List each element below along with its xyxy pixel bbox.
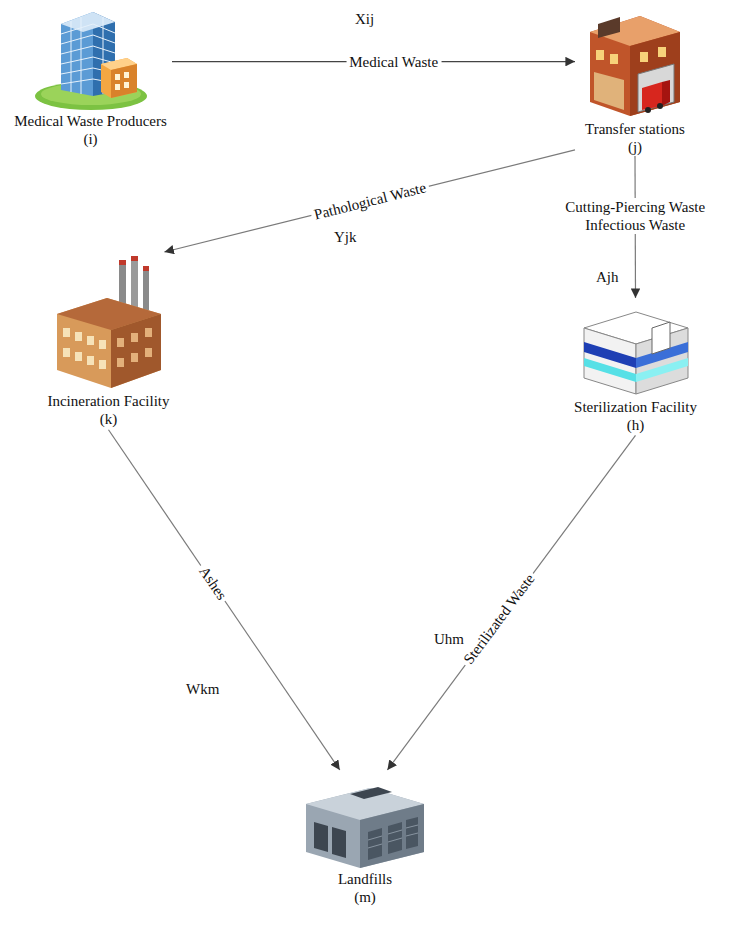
icon-part bbox=[590, 16, 680, 116]
icon-part bbox=[111, 314, 161, 388]
icon-part bbox=[145, 328, 152, 337]
facility-node: Medical Waste Producers(i) bbox=[9, 4, 172, 148]
icon-part bbox=[657, 103, 663, 109]
icon-part bbox=[61, 12, 115, 32]
icon-part bbox=[598, 17, 620, 38]
flow-label: Cutting-Piercing Waste Infectious Waste bbox=[550, 198, 721, 234]
icon-part bbox=[115, 74, 120, 80]
icon-part bbox=[63, 328, 106, 369]
icon-part bbox=[368, 825, 418, 848]
icon-part bbox=[368, 825, 418, 848]
icon-part bbox=[314, 822, 346, 858]
icon-part bbox=[584, 328, 636, 394]
hospital-icon bbox=[31, 4, 151, 112]
node-title: Transfer stations bbox=[575, 120, 695, 138]
icon-part bbox=[131, 353, 138, 362]
icon-part bbox=[119, 260, 126, 265]
icon-part bbox=[63, 328, 70, 337]
icon-part bbox=[117, 338, 124, 347]
icon-part bbox=[75, 332, 82, 341]
icon-part bbox=[642, 82, 662, 110]
node-title: Sterilization Facility bbox=[569, 398, 702, 416]
flow-arrow bbox=[387, 435, 635, 770]
icon-part bbox=[75, 352, 82, 361]
node-index: (k) bbox=[42, 410, 175, 428]
icon-part bbox=[596, 47, 666, 64]
icon-part bbox=[124, 82, 129, 88]
flow-label: Medical Waste bbox=[346, 53, 441, 71]
icon-part bbox=[652, 322, 670, 354]
icon-part bbox=[99, 340, 106, 349]
icon-part bbox=[630, 32, 680, 116]
icon-part bbox=[658, 47, 666, 57]
icon-part bbox=[61, 24, 93, 84]
flow-arrow bbox=[164, 150, 575, 252]
icon-part bbox=[306, 788, 424, 868]
icon-part bbox=[87, 356, 94, 365]
icon-part bbox=[143, 266, 149, 310]
flow-variable: Ajh bbox=[596, 268, 619, 286]
icon-part bbox=[388, 822, 402, 854]
icon-part bbox=[594, 72, 624, 110]
icon-part bbox=[584, 358, 636, 382]
icon-part bbox=[314, 822, 328, 852]
icon-part bbox=[115, 72, 129, 90]
icon-part bbox=[368, 817, 418, 860]
facility-node: Sterilization Facility(h) bbox=[569, 298, 702, 434]
icon-part bbox=[636, 358, 688, 382]
icon-part bbox=[638, 64, 674, 112]
landfill-icon bbox=[300, 770, 430, 870]
icon-part bbox=[101, 58, 137, 98]
flow-variable: Xij bbox=[355, 10, 374, 28]
icon-part bbox=[596, 50, 604, 60]
icon-part bbox=[57, 298, 161, 388]
icon-part bbox=[99, 360, 106, 369]
node-title: Landfills bbox=[295, 870, 435, 888]
icon-part bbox=[87, 336, 94, 345]
icon-part bbox=[662, 80, 670, 106]
node-index: (h) bbox=[569, 416, 702, 434]
flow-label: Ashes bbox=[193, 560, 232, 605]
flow-label: Pathological Waste bbox=[309, 178, 431, 225]
node-title: Incineration Facility bbox=[42, 392, 175, 410]
icon-part bbox=[645, 107, 651, 113]
icon-part bbox=[131, 256, 138, 261]
icon-part bbox=[124, 72, 129, 78]
sterilizer-icon bbox=[578, 298, 693, 398]
node-title: Medical Waste Producers bbox=[9, 112, 172, 130]
flow-variable: Uhm bbox=[434, 630, 464, 648]
icon-part bbox=[368, 828, 382, 860]
icon-part bbox=[117, 328, 152, 367]
node-index: (i) bbox=[9, 130, 172, 148]
incinerator-icon bbox=[49, 252, 169, 392]
flow-variable: Wkm bbox=[186, 680, 219, 698]
icon-part bbox=[131, 333, 138, 342]
icon-part bbox=[71, 17, 103, 94]
icon-part bbox=[350, 787, 392, 799]
icon-part bbox=[143, 266, 149, 271]
icon-part bbox=[63, 348, 70, 357]
node-index: (m) bbox=[295, 888, 435, 906]
icon-part bbox=[111, 64, 137, 98]
icon-part bbox=[145, 348, 152, 357]
flow-arrow bbox=[109, 430, 340, 770]
facility-node: Landfills(m) bbox=[295, 770, 435, 906]
icon-part bbox=[117, 358, 124, 367]
facility-node: Incineration Facility(k) bbox=[42, 252, 175, 428]
facility-node: Transfer stations(j) bbox=[575, 2, 695, 156]
icon-part bbox=[640, 52, 648, 62]
node-index: (j) bbox=[575, 138, 695, 156]
icon-part bbox=[332, 827, 346, 858]
flow-variable: Yjk bbox=[334, 228, 357, 246]
icon-part bbox=[360, 804, 424, 868]
icon-part bbox=[610, 54, 618, 64]
icon-part bbox=[115, 84, 120, 90]
flow-label: Sterilizated Waste bbox=[458, 568, 540, 670]
transfer-station-icon bbox=[580, 2, 690, 120]
icon-part bbox=[131, 256, 138, 310]
